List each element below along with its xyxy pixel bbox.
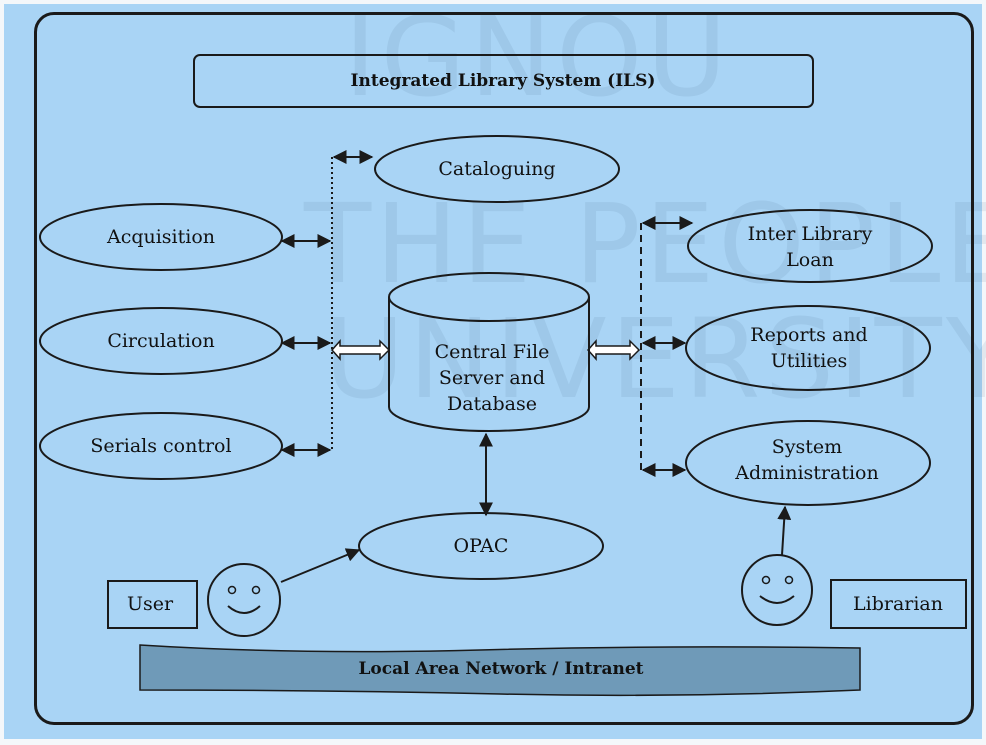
- reports-label-1: Reports and: [750, 324, 867, 346]
- database-label-1: Central File: [435, 341, 550, 363]
- right-double-arrow: [586, 339, 641, 361]
- opac-label: OPAC: [454, 535, 509, 557]
- outer-frame: [34, 12, 974, 725]
- sysadmin-label-2: Administration: [734, 462, 878, 484]
- arrow-librarian-sysadmin: [777, 505, 792, 556]
- title-text: Integrated Library System (ILS): [351, 71, 656, 91]
- database-label-2: Server and: [439, 367, 545, 389]
- module-cataloguing: Cataloguing: [374, 135, 620, 203]
- ill-label-1: Inter Library: [748, 223, 873, 245]
- arrow-user-opac: [280, 548, 361, 583]
- database-label-3: Database: [447, 393, 537, 415]
- serials-label: Serials control: [90, 435, 231, 457]
- cataloguing-label: Cataloguing: [438, 158, 555, 180]
- module-reports-utilities: Reports and Utilities: [685, 305, 931, 391]
- left-double-arrow: [330, 339, 391, 361]
- network-banner: Local Area Network / Intranet: [139, 644, 861, 697]
- user-label: User: [127, 593, 174, 615]
- module-system-administration: System Administration: [685, 420, 931, 506]
- module-serials-control: Serials control: [39, 412, 283, 480]
- opac-node: OPAC: [358, 512, 604, 580]
- reports-label-2: Utilities: [771, 350, 848, 372]
- librarian-box: Librarian: [830, 579, 967, 629]
- network-label: Local Area Network / Intranet: [358, 659, 643, 679]
- user-smiley-icon: [207, 563, 281, 637]
- librarian-smiley-icon: [741, 554, 813, 626]
- sysadmin-label-1: System: [772, 436, 842, 458]
- ill-label-2: Loan: [786, 249, 834, 271]
- module-inter-library-loan: Inter Library Loan: [687, 209, 933, 283]
- librarian-label: Librarian: [853, 593, 943, 615]
- acquisition-label: Acquisition: [106, 226, 215, 248]
- module-acquisition: Acquisition: [39, 203, 283, 271]
- circulation-label: Circulation: [107, 330, 214, 352]
- user-box: User: [107, 580, 198, 629]
- title-box: Integrated Library System (ILS): [193, 54, 814, 108]
- module-circulation: Circulation: [39, 307, 283, 375]
- central-database: Central File Server and Database: [388, 272, 590, 432]
